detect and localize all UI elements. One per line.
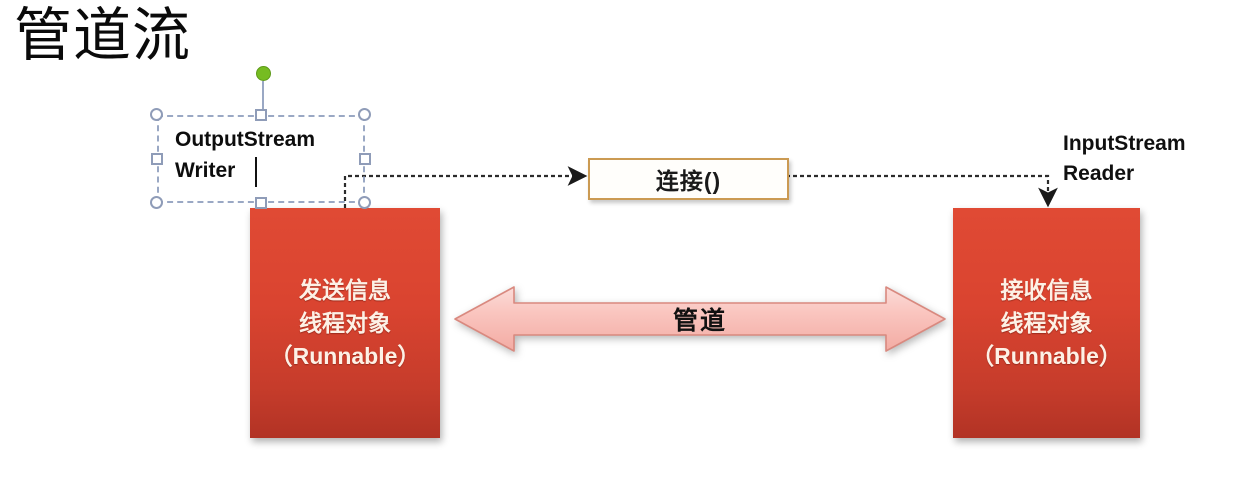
sender-box-line-1: 发送信息 [299, 276, 391, 303]
resize-handle-middle-left[interactable] [151, 153, 163, 165]
resize-handle-top-left[interactable] [150, 108, 163, 121]
sender-box-line-2: 线程对象 [299, 309, 391, 336]
sender-box-line-3: （Runnable） [269, 342, 421, 369]
outputstream-writer-textbox[interactable]: OutputStream Writer [150, 108, 371, 209]
resize-handle-top-center[interactable] [255, 109, 267, 121]
connector-connect-to-receiver [786, 174, 1058, 208]
rotation-handle[interactable] [256, 66, 271, 81]
resize-handle-top-right[interactable] [358, 108, 371, 121]
outputstream-writer-text: OutputStream Writer [175, 124, 315, 186]
outputstream-writer-line-1: OutputStream [175, 128, 316, 151]
slide-title: 管道流 [14, 3, 192, 68]
connector-sender-to-connect [343, 166, 588, 208]
resize-handle-bottom-left[interactable] [150, 196, 163, 209]
resize-handle-bottom-right[interactable] [358, 196, 371, 209]
text-caret [255, 157, 257, 187]
resize-handle-middle-right[interactable] [359, 153, 371, 165]
outputstream-writer-line-2: Writer [175, 159, 236, 182]
receiver-box-line-3: （Runnable） [971, 342, 1122, 369]
connect-callout-box[interactable]: 连接() [588, 158, 789, 200]
receiver-thread-box[interactable]: 接收信息 线程对象 （Runnable） [953, 208, 1140, 438]
inputstream-reader-line-1: InputStream [1063, 132, 1186, 155]
pipe-double-arrow[interactable] [452, 282, 948, 356]
receiver-box-line-1: 接收信息 [1000, 276, 1093, 303]
connect-callout-label: 连接() [655, 168, 722, 194]
inputstream-reader-line-2: Reader [1063, 162, 1135, 185]
sender-thread-box[interactable]: 发送信息 线程对象 （Runnable） [250, 208, 440, 438]
receiver-box-line-2: 线程对象 [1000, 309, 1093, 336]
rotation-handle-stem [262, 81, 264, 111]
inputstream-reader-label[interactable]: InputStream Reader [1063, 129, 1186, 189]
resize-handle-bottom-center[interactable] [255, 197, 267, 209]
